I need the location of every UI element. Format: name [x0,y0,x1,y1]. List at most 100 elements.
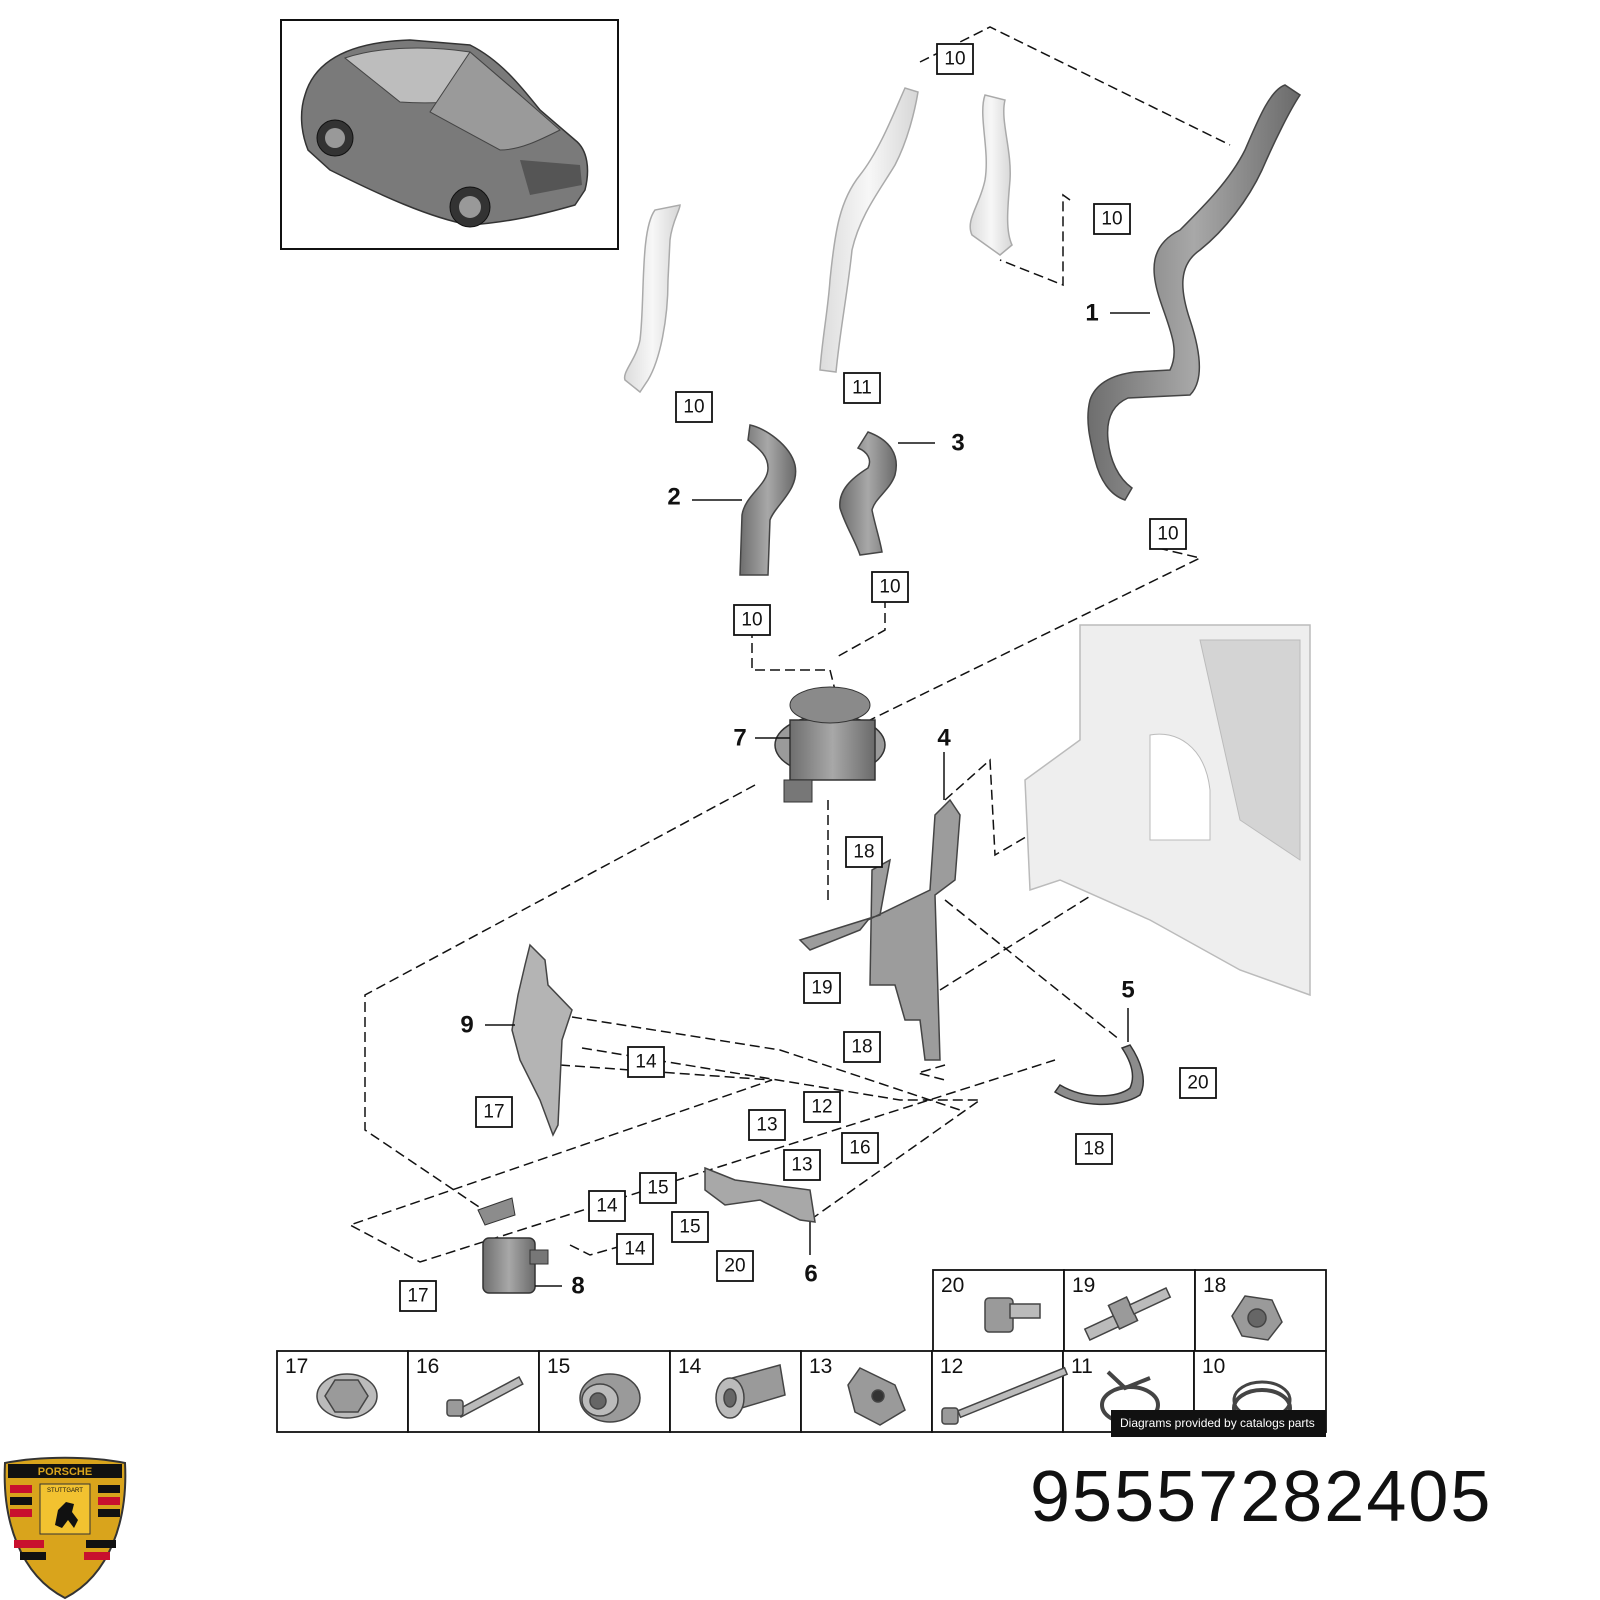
svg-text:19: 19 [811,978,832,999]
boxed-callout: 17 [475,1096,513,1128]
suv-illustration [300,39,589,228]
callout-5: 5 [1121,977,1134,1004]
svg-text:20: 20 [724,1256,745,1277]
flange-nut-icon [316,1373,378,1419]
callout-4: 4 [937,725,951,752]
svg-text:14: 14 [624,1239,646,1260]
callout-2: 2 [667,484,680,511]
boxed-callout: 20 [716,1250,754,1282]
coolant-hoses [739,84,1302,576]
table-cell-number: 17 [285,1355,308,1378]
svg-text:10: 10 [683,397,704,418]
svg-text:14: 14 [596,1196,618,1217]
svg-text:10: 10 [944,49,965,70]
svg-text:18: 18 [853,842,874,863]
boxed-callout: 10 [936,43,974,75]
boxed-callouts: 10 10 10 10 10 10 10 11 18 19 18 14 17 1… [399,43,1217,1312]
nut-icon [1231,1295,1283,1341]
vehicle-thumbnail [280,19,619,250]
chassis-frame [1024,624,1311,997]
bolt-icon [984,1297,1041,1333]
hose-1 [1087,84,1302,501]
boxed-callout: 11 [843,372,881,404]
hose-3 [839,431,897,556]
table-cell-number: 14 [678,1355,702,1378]
logo-text-top: PORSCHE [38,1466,92,1478]
boxed-callout: 20 [1179,1067,1217,1099]
logo-stripes [10,1485,120,1560]
svg-text:18: 18 [851,1037,872,1058]
boxed-callout: 18 [1075,1133,1113,1165]
screw-icon [446,1376,524,1418]
coolant-pump [774,686,886,803]
bracket-4 [798,798,961,1061]
table-cell-number: 10 [1202,1355,1225,1378]
grommet-icon [579,1373,641,1423]
boxed-callout: 19 [803,972,841,1004]
boxed-callout: 17 [399,1280,437,1312]
svg-text:10: 10 [741,610,762,631]
credit-bar: Diagrams provided by catalogs parts [1111,1410,1326,1437]
porsche-crest-logo: PORSCHE STUTTGART [3,1456,127,1600]
boxed-callout: 14 [616,1233,654,1265]
washer-icon [847,1367,906,1426]
fasteners-table: 20 19 18 17 16 15 14 13 12 11 10 [276,1269,1327,1437]
boxed-callout: 18 [845,836,883,868]
svg-text:10: 10 [879,577,900,598]
svg-text:13: 13 [791,1155,812,1176]
table-cell-number: 12 [940,1355,963,1378]
svg-text:16: 16 [849,1138,870,1159]
svg-text:12: 12 [811,1097,832,1118]
boxed-callout: 16 [841,1132,879,1164]
table-cell-number: 16 [416,1355,439,1378]
boxed-callout: 10 [1093,203,1131,235]
boxed-callout: 15 [639,1172,677,1204]
stud-bolt-icon [1083,1287,1172,1341]
svg-text:15: 15 [647,1178,668,1199]
bracket-6 [704,1166,816,1223]
boxed-callout: 10 [1149,518,1187,550]
table-cell-number: 19 [1072,1274,1095,1297]
callout-8: 8 [571,1273,584,1300]
upper-hose-left [623,204,681,394]
boxed-callout: 15 [671,1211,709,1243]
upper-hose-center [819,87,919,373]
svg-text:17: 17 [483,1102,504,1123]
upper-hose-right [969,94,1013,256]
boxed-callout: 10 [871,571,909,603]
brackets [511,798,1144,1223]
auxiliary-pump [477,1197,549,1294]
svg-text:17: 17 [407,1286,428,1307]
boxed-callout: 18 [843,1031,881,1063]
boxed-callout: 10 [675,391,713,423]
part-number: 95557282405 [1030,1457,1493,1537]
svg-text:10: 10 [1157,524,1178,545]
bold-callouts: 1 2 3 4 5 6 7 8 9 [460,300,1150,1300]
table-cell-number: 18 [1203,1274,1226,1297]
svg-text:11: 11 [852,378,872,399]
table-cell-number: 20 [941,1274,964,1297]
boxed-callout: 12 [803,1091,841,1123]
logo-text-center: STUTTGART [47,1488,83,1494]
callout-7: 7 [733,725,746,752]
svg-text:15: 15 [679,1217,700,1238]
boxed-callout: 10 [733,604,771,636]
svg-text:13: 13 [756,1115,777,1136]
boxed-callout: 13 [748,1109,786,1141]
heat-shield-9 [511,943,573,1137]
svg-text:18: 18 [1083,1139,1104,1160]
leader-lines [348,26,1231,1263]
horse-icon [55,1502,78,1528]
clamp-5 [1053,1044,1144,1106]
table-cell-number: 13 [809,1355,832,1378]
callout-9: 9 [460,1012,473,1039]
long-bolt-icon [941,1366,1069,1425]
svg-text:10: 10 [1101,209,1122,230]
boxed-callout: 13 [783,1149,821,1181]
table-cell-number: 11 [1071,1355,1093,1378]
svg-text:20: 20 [1187,1073,1208,1094]
boxed-callout: 14 [588,1190,626,1222]
sleeve-icon [715,1364,786,1419]
svg-text:14: 14 [635,1052,657,1073]
